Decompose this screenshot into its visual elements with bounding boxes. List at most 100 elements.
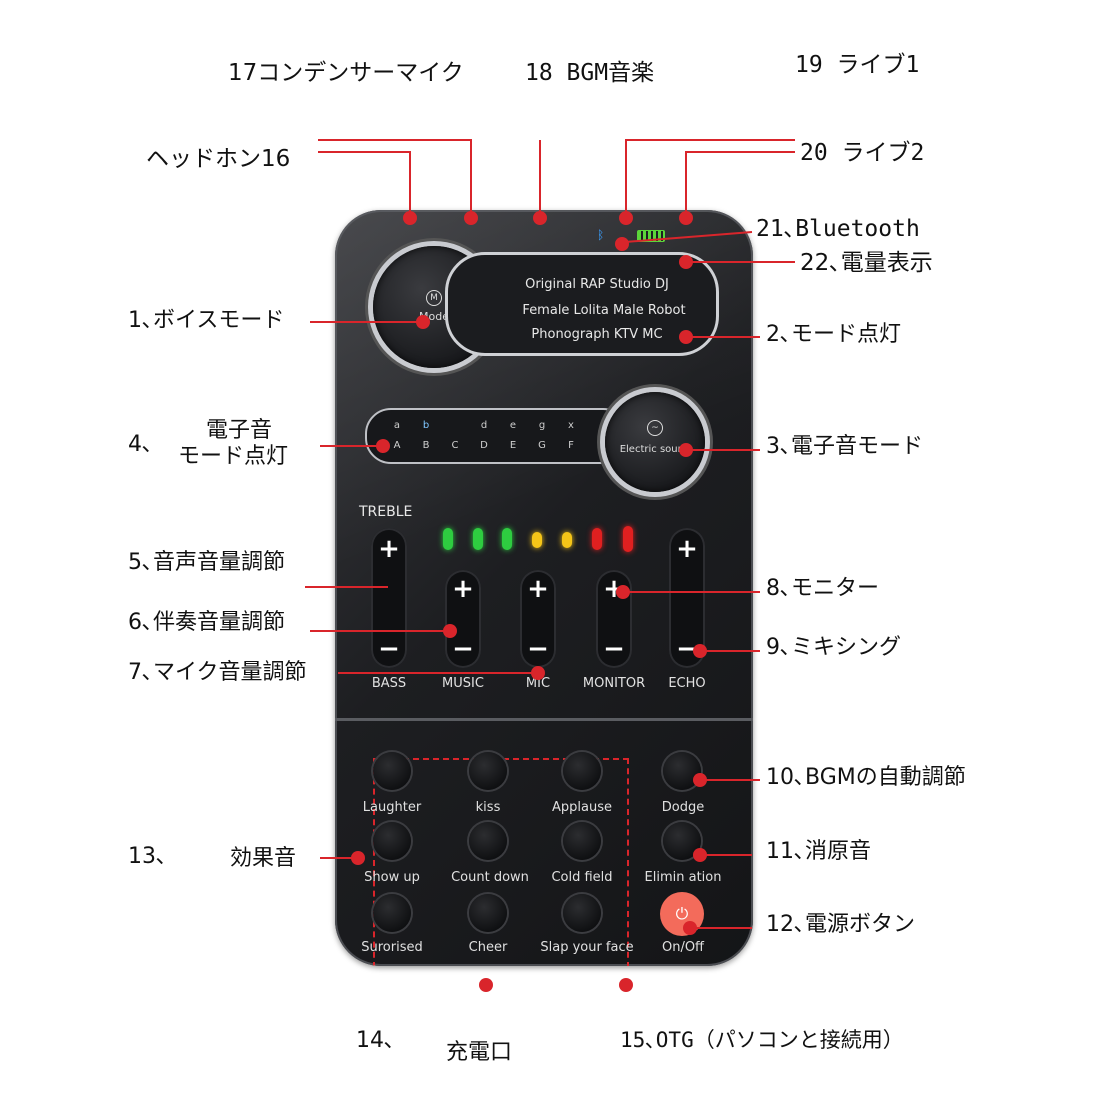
echo-slider[interactable]: + −: [669, 528, 705, 668]
dodge-button[interactable]: [663, 752, 701, 790]
dodge-label: Dodge: [661, 800, 705, 815]
dot-14: [479, 978, 493, 992]
channel-a: a: [393, 420, 401, 431]
channel-F: F: [568, 440, 574, 451]
power-button[interactable]: ⏻: [660, 892, 704, 936]
mic-plus[interactable]: +: [527, 574, 549, 604]
leader-17: [318, 139, 472, 218]
effect-label-cheer: Cheer: [468, 940, 508, 955]
music-label: MUSIC: [442, 676, 484, 691]
callout-2: 2､モード点灯: [766, 322, 901, 347]
effect-label-slap: Slap your face: [540, 940, 634, 955]
bluetooth-icon: ᛒ: [597, 228, 605, 242]
callout-22: 22､電量表示: [800, 250, 933, 276]
treble-label: TREBLE: [359, 504, 413, 520]
bass-label: BASS: [371, 676, 407, 691]
music-plus[interactable]: +: [452, 574, 474, 604]
effect-label-cold-field: Cold field: [551, 870, 613, 885]
channel-x: x: [568, 420, 574, 431]
effect-label-surprised: Surorised: [361, 940, 423, 955]
bass-slider[interactable]: + −: [371, 528, 407, 668]
voice-changer-device: M Mode Original RAP Studio DJ Female Lol…: [335, 210, 753, 966]
leader-19: [625, 139, 795, 218]
channel-e: e: [509, 420, 517, 431]
callout-6: 6､伴奏音量調節: [128, 610, 285, 635]
callout-17: 17コンデンサーマイク: [228, 60, 464, 86]
callout-11: 11､消原音: [766, 839, 871, 864]
level-led-6: [592, 528, 602, 550]
level-led-7: [623, 526, 633, 552]
effect-button-slap[interactable]: [563, 894, 601, 932]
dot-15: [619, 978, 633, 992]
elimination-label: Elimin ation: [644, 870, 722, 885]
effect-label-kiss: kiss: [475, 800, 501, 815]
level-led-3: [502, 528, 512, 550]
channel-B: B: [422, 440, 430, 451]
mode-row-1: Original RAP Studio DJ: [525, 277, 669, 292]
electric-sound-icon: ~: [647, 420, 663, 436]
effects-group-outline: [373, 758, 629, 966]
channel-A: A: [393, 440, 401, 451]
callout-15: 15､OTG（パソコンと接続用）: [620, 1028, 904, 1052]
echo-plus[interactable]: +: [676, 534, 698, 564]
electric-sound-label: Electric sound: [619, 444, 691, 455]
mode-row-3: Phonograph KTV MC: [531, 327, 663, 342]
onoff-label: On/Off: [661, 940, 705, 955]
music-slider[interactable]: + −: [445, 570, 481, 668]
effect-button-kiss[interactable]: [469, 752, 507, 790]
effect-label-laughter: Laughter: [362, 800, 422, 815]
monitor-label: MONITOR: [582, 676, 646, 691]
callout-1: 1､ボイスモード: [128, 308, 285, 333]
channel-E: E: [509, 440, 517, 451]
effect-button-surprised[interactable]: [373, 894, 411, 932]
callout-16: ヘッドホン16: [146, 146, 291, 172]
channel-D: D: [480, 440, 488, 451]
mode-icon: M: [426, 290, 442, 306]
effect-button-count-down[interactable]: [469, 822, 507, 860]
battery-icon: [637, 230, 665, 242]
callout-10: 10､BGMの自動調節: [766, 765, 966, 790]
callout-14: 充電口: [446, 1040, 513, 1065]
callout-4-line1: 電子音: [206, 418, 273, 443]
mic-slider[interactable]: + −: [520, 570, 556, 668]
callout-19: 19 ライブ1: [795, 52, 920, 78]
level-led-2: [473, 528, 483, 550]
elimination-button[interactable]: [663, 822, 701, 860]
callout-7: 7､マイク音量調節: [128, 660, 307, 685]
echo-label: ECHO: [668, 676, 706, 691]
monitor-plus[interactable]: +: [603, 574, 625, 604]
channel-G: G: [538, 440, 546, 451]
level-led-4: [532, 532, 542, 548]
mic-minus[interactable]: −: [527, 634, 549, 664]
music-minus[interactable]: −: [452, 634, 474, 664]
effect-button-cheer[interactable]: [469, 894, 507, 932]
echo-minus[interactable]: −: [676, 634, 698, 664]
monitor-minus[interactable]: −: [603, 634, 625, 664]
callout-14-num: 14､: [356, 1028, 395, 1053]
effect-button-laughter[interactable]: [373, 752, 411, 790]
power-icon: ⏻: [675, 904, 689, 923]
callout-13-num: 13､: [128, 844, 167, 869]
mode-display: Original RAP Studio DJ Female Lolita Mal…: [445, 252, 719, 356]
callout-4-num: 4､: [128, 432, 153, 457]
monitor-slider[interactable]: + −: [596, 570, 632, 668]
bass-plus[interactable]: +: [378, 534, 400, 564]
callout-9: 9､ミキシング: [766, 635, 901, 660]
callout-13: 効果音: [230, 846, 297, 871]
electric-sound-knob[interactable]: ~ Electric sound: [605, 392, 705, 492]
callout-3: 3､電子音モード: [766, 434, 923, 459]
bass-minus[interactable]: −: [378, 634, 400, 664]
callout-12: 12､電源ボタン: [766, 912, 915, 937]
effect-button-cold-field[interactable]: [563, 822, 601, 860]
leader-20: [685, 151, 795, 218]
level-led-5: [562, 532, 572, 548]
callout-8: 8､モニター: [766, 576, 879, 601]
callout-4-line2: モード点灯: [178, 444, 289, 469]
effect-button-show-up[interactable]: [373, 822, 411, 860]
level-led-1: [443, 528, 453, 550]
callout-18: 18 BGM音楽: [525, 60, 655, 86]
effect-button-applause[interactable]: [563, 752, 601, 790]
mode-row-2: Female Lolita Male Robot: [522, 303, 686, 318]
callout-20: 20 ライブ2: [800, 140, 925, 166]
